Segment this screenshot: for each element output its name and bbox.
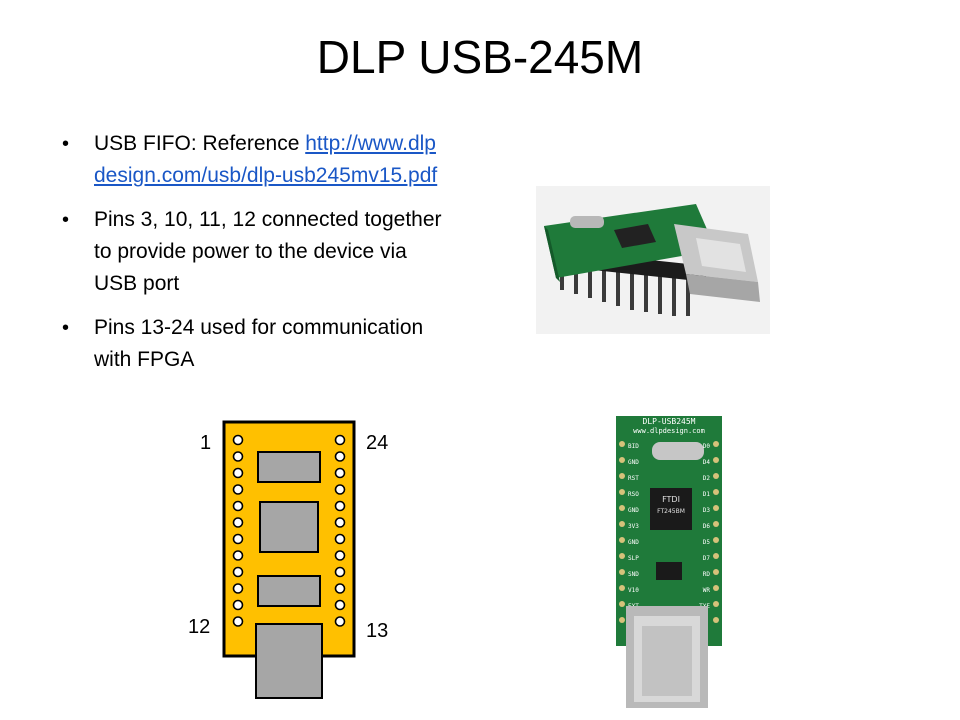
silkscreen-label: SLP — [628, 555, 639, 562]
silkscreen-label: GND — [628, 459, 639, 466]
pinout-board — [222, 420, 356, 699]
pin-hole — [232, 434, 244, 446]
crystal-block — [257, 451, 321, 483]
pin-hole — [334, 550, 346, 561]
solder-pad — [713, 489, 719, 495]
pin-hole — [232, 451, 244, 462]
pin-hole — [334, 451, 346, 462]
silkscreen-label: BID — [628, 443, 639, 450]
solder-pad — [713, 585, 719, 591]
solder-pad — [713, 553, 719, 559]
solder-pad — [713, 473, 719, 479]
solder-pad — [619, 601, 625, 607]
pin-hole — [232, 500, 244, 512]
silkscreen-label: RD — [703, 571, 711, 578]
pin-hole — [334, 599, 346, 611]
pin-hole — [232, 484, 244, 495]
silkscreen-label: D0 — [703, 443, 711, 450]
bullet-item: Pins 13-24 used for communication with F… — [62, 312, 442, 376]
bullet-text: USB FIFO: Reference — [94, 132, 306, 155]
solder-pad — [619, 489, 625, 495]
silkscreen-label: D3 — [703, 507, 711, 514]
solder-pad — [713, 521, 719, 527]
board-url: www.dlpdesign.com — [633, 427, 705, 435]
pin-hole — [232, 533, 244, 545]
chip-brand: FTDI — [662, 495, 680, 504]
bullet-item: USB FIFO: Reference http://www.dlpdesign… — [62, 128, 442, 192]
pin-hole — [334, 484, 346, 495]
bullet-text: Pins 13-24 used for communication with F… — [94, 316, 424, 371]
pin-hole — [232, 599, 244, 611]
solder-pad — [619, 505, 625, 511]
module-top-photo: DLP-USB245M www.dlpdesign.com FTDI FT245… — [612, 414, 726, 708]
pin-hole — [334, 517, 346, 528]
slide-title: DLP USB-245M — [316, 31, 644, 83]
silkscreen-label: D4 — [703, 459, 711, 466]
pinout-diagram: 1 24 12 13 — [176, 410, 416, 710]
pin-hole — [232, 467, 244, 479]
solder-pad — [619, 553, 625, 559]
solder-pad — [713, 505, 719, 511]
pin-hole — [334, 434, 346, 446]
silkscreen-label: WR — [703, 587, 711, 594]
pin-hole — [232, 566, 244, 578]
pin-holes — [232, 434, 346, 627]
pin-label-top-left: 1 — [200, 432, 212, 454]
reference-link[interactable]: http://www.dlpdesign.com/usb/dlp-usb245m… — [94, 132, 438, 187]
silkscreen-label: GND — [628, 539, 639, 546]
solder-pad — [713, 457, 719, 463]
module-top-illustration: DLP-USB245M www.dlpdesign.com FTDI FT245… — [616, 416, 722, 708]
pin-label-bottom-left: 12 — [188, 616, 211, 638]
pin-hole — [334, 467, 346, 479]
silkscreen-label: D1 — [703, 491, 711, 498]
silkscreen-label: 3V3 — [628, 523, 639, 530]
solder-pad — [619, 569, 625, 575]
silkscreen-label: D7 — [703, 555, 711, 562]
silkscreen-label: V10 — [628, 587, 639, 594]
pin-hole — [334, 500, 346, 512]
side-pads — [619, 441, 719, 623]
pin-hole — [232, 517, 244, 528]
solder-pad — [713, 569, 719, 575]
solder-pad — [713, 537, 719, 543]
silkscreen-label: D2 — [703, 475, 711, 482]
solder-pad — [619, 537, 625, 543]
pin-hole — [334, 616, 346, 627]
pin-hole — [232, 616, 244, 627]
module-side-illustration — [536, 186, 770, 334]
pin-hole — [334, 533, 346, 545]
pin-hole — [232, 550, 244, 561]
module-side-photo — [536, 186, 770, 334]
bullet-list: USB FIFO: Reference http://www.dlpdesign… — [62, 128, 442, 388]
usb-connector-block — [255, 623, 323, 699]
chip-block — [259, 501, 319, 553]
solder-pad — [713, 441, 719, 447]
solder-pad — [619, 473, 625, 479]
solder-pad — [619, 457, 625, 463]
silkscreen-label: D6 — [703, 523, 711, 530]
solder-pad — [619, 585, 625, 591]
silkscreen-label: D5 — [703, 539, 711, 546]
silkscreen-label: GND — [628, 507, 639, 514]
pin-label-bottom-right: 13 — [366, 620, 389, 642]
pin-hole — [334, 566, 346, 578]
solder-pad — [619, 521, 625, 527]
pin-label-top-right: 24 — [366, 432, 389, 454]
silkscreen-label: RST — [628, 475, 639, 482]
regulator-block — [257, 575, 321, 607]
solder-pad — [713, 617, 719, 623]
pin-hole — [334, 583, 346, 594]
solder-pad — [619, 441, 625, 447]
silkscreen-label: SND — [628, 571, 639, 578]
bullet-item: Pins 3, 10, 11, 12 connected together to… — [62, 204, 442, 300]
solder-pad — [619, 617, 625, 623]
bullet-text: Pins 3, 10, 11, 12 connected together to… — [94, 208, 442, 295]
solder-pad — [713, 601, 719, 607]
silkscreen-label: RSO — [628, 491, 639, 498]
board-name: DLP-USB245M — [643, 417, 696, 426]
pin-hole — [232, 583, 244, 594]
chip-model: FT245BM — [657, 508, 685, 515]
